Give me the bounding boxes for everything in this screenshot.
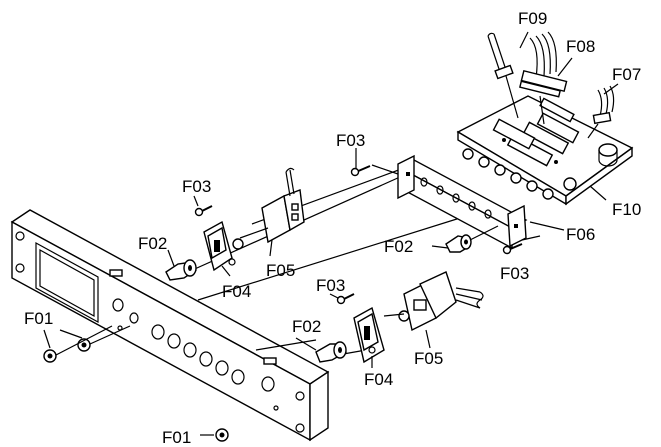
screw-f03-lower-left: [336, 293, 355, 305]
switch-f05-lower: [383, 271, 484, 332]
bracket-f04-upper: [203, 220, 244, 272]
cable-f07: [587, 85, 615, 139]
label-f09: F09: [518, 9, 547, 28]
cable-f09: [487, 32, 519, 119]
knob-f02-lower: [315, 341, 347, 363]
front-panel: [10, 209, 330, 442]
label-f05-upper: F05: [266, 261, 295, 280]
label-f03-bottom-right: F03: [500, 264, 529, 283]
switch-f05-upper: [239, 167, 305, 244]
sub-panel-f06: [397, 154, 528, 250]
part-labels: F09 F08 F07 F10 F06 F03 F02 F03 F03 F02 …: [24, 9, 641, 447]
circuit-board-f10: [456, 95, 634, 206]
label-f10: F10: [612, 200, 641, 219]
label-f02-upper-left: F02: [138, 234, 167, 253]
label-f01-left: F01: [24, 309, 53, 328]
label-f03-lower-left: F03: [316, 276, 345, 295]
cable-f08: [519, 31, 568, 125]
screw-f01-left: [43, 325, 131, 363]
knob-f02-upper-left: [165, 259, 197, 281]
screw-f03-upper-left: [194, 205, 213, 217]
label-f06: F06: [566, 225, 595, 244]
label-f02-lower: F02: [292, 317, 321, 336]
label-f08: F08: [566, 37, 595, 56]
screw-f03-bottom-right: [502, 235, 541, 255]
screw-f03-top-right: [350, 164, 399, 177]
knob-f02-right: [445, 225, 499, 253]
label-f04-upper: F04: [222, 282, 251, 301]
screw-f01-bottom: [200, 428, 229, 442]
label-f03-upper-left: F03: [182, 177, 211, 196]
label-f01-bottom: F01: [162, 428, 191, 447]
label-f03-top-right: F03: [336, 131, 365, 150]
bracket-f04-lower: [353, 306, 385, 364]
label-f02-right: F02: [384, 237, 413, 256]
label-f07: F07: [612, 65, 641, 84]
label-f05-lower: F05: [414, 349, 443, 368]
leader-lines: [167, 31, 619, 368]
label-f04-lower: F04: [364, 370, 393, 389]
